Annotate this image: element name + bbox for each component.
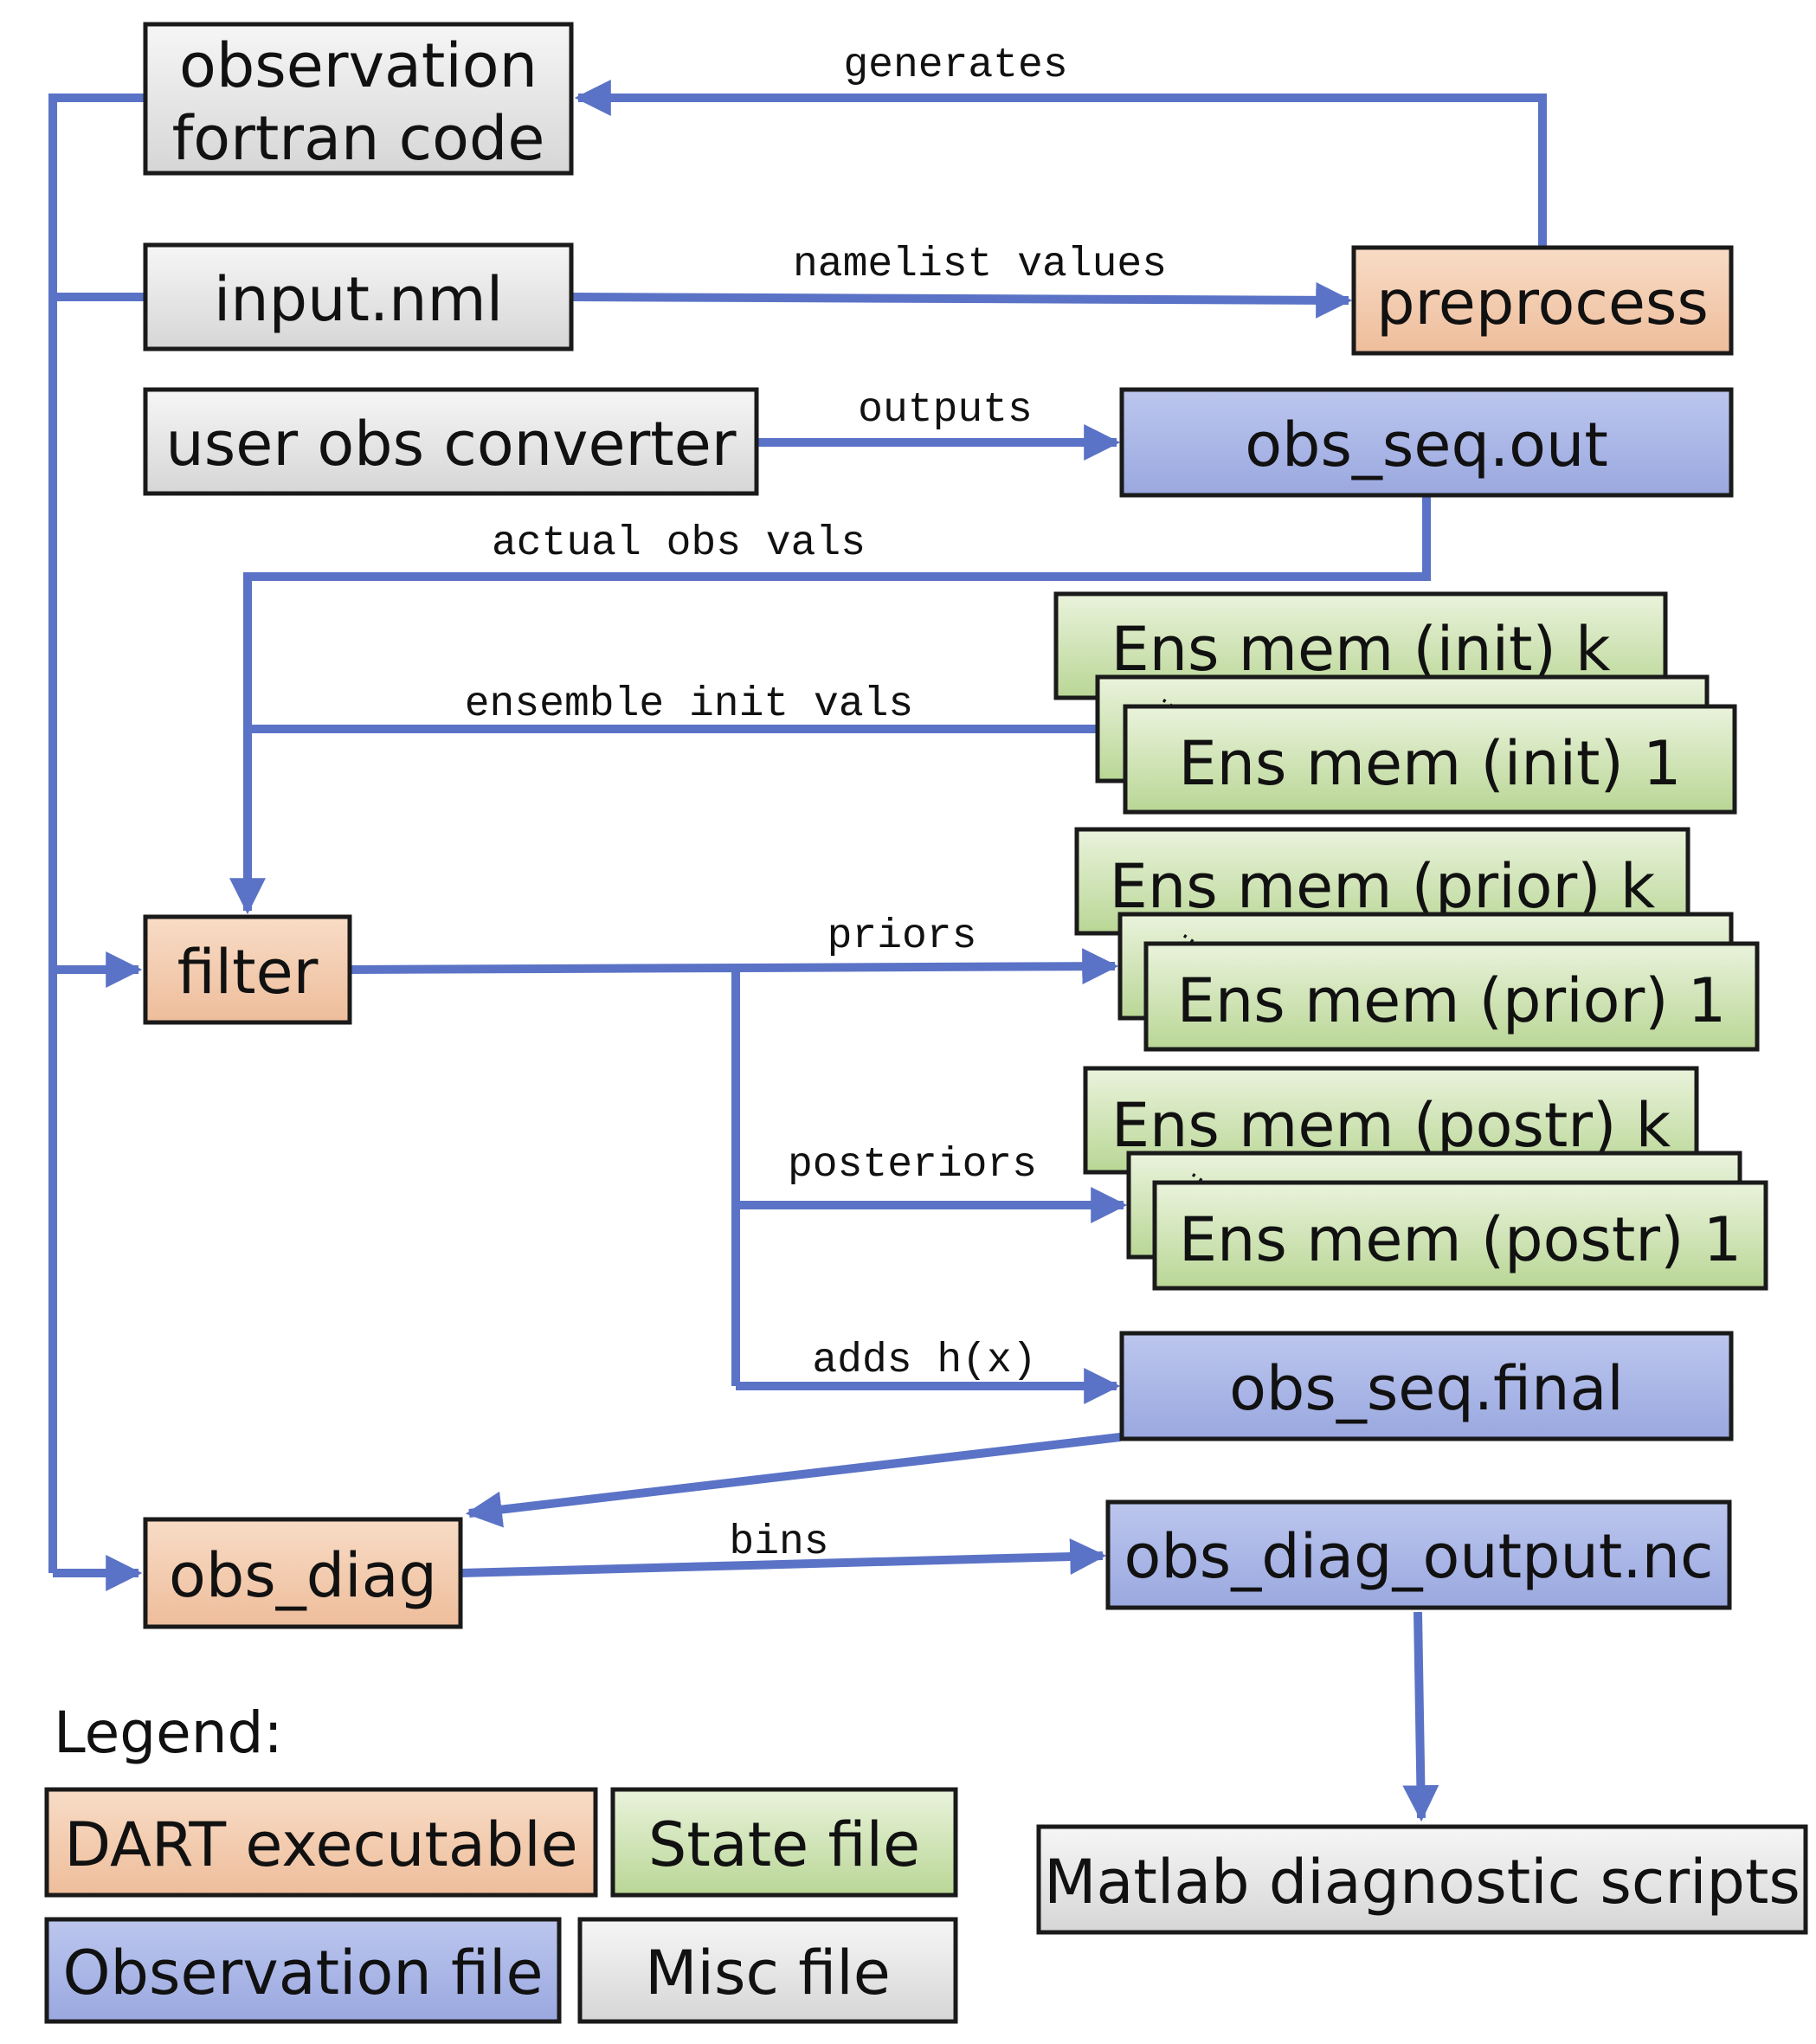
preprocess-label: preprocess: [1376, 268, 1709, 339]
filter-output-line: [349, 963, 740, 1386]
legend-dart-executable: DART executable: [44, 1787, 598, 1898]
node-obs-seq-out: obs_seq.out: [1119, 387, 1734, 498]
nodes: observation fortran code input.nml prepr…: [143, 22, 1808, 1935]
final-to-obs-diag-arrow: [465, 1433, 1121, 1528]
nc-to-matlab-arrow: [1402, 1611, 1439, 1822]
node-input-nml: input.nml: [143, 242, 574, 351]
ens-prior-1-label: Ens mem (prior) 1: [1177, 965, 1727, 1036]
ens-postr-stack: Ens mem (postr) k ... Ens mem (postr) 1: [1083, 1066, 1768, 1291]
node-obs-diag: obs_diag: [143, 1517, 463, 1629]
ens-prior-k-label: Ens mem (prior) k: [1110, 851, 1656, 922]
node-filter: filter: [143, 914, 352, 1025]
actual-obs-vals-label: actual obs vals: [492, 520, 866, 567]
legend: Legend: DART executable State file Obser…: [44, 1699, 958, 2024]
namelist-values-label: namelist values: [793, 242, 1167, 288]
ensemble-init-vals-label: ensemble init vals: [465, 681, 913, 728]
legend-observation-file-label: Observation file: [62, 1938, 543, 2009]
user-obs-converter-label: user obs converter: [165, 409, 736, 480]
left-trunk-line: [48, 93, 145, 1573]
node-user-obs-converter: user obs converter: [143, 387, 759, 496]
legend-misc-file-label: Misc file: [645, 1938, 891, 2009]
node-matlab-diagnostic-scripts: Matlab diagnostic scripts: [1036, 1824, 1808, 1935]
filter-label: filter: [177, 937, 319, 1008]
namelist-values-arrow: [570, 281, 1353, 319]
node-observation-fortran-code: observation fortran code: [143, 22, 574, 176]
observation-fortran-code-line2: fortran code: [172, 103, 545, 174]
ens-init-1-label: Ens mem (init) 1: [1178, 728, 1681, 799]
generates-label: generates: [843, 42, 1067, 89]
ens-init-stack: Ens mem (init) k ... Ens mem (init) 1: [1053, 591, 1737, 815]
obs-seq-out-label: obs_seq.out: [1245, 409, 1608, 480]
ens-postr-k-label: Ens mem (postr) k: [1111, 1090, 1671, 1161]
legend-title: Legend:: [54, 1699, 283, 1766]
outputs-label: outputs: [858, 387, 1033, 434]
ens-postr-1-label: Ens mem (postr) 1: [1179, 1204, 1742, 1275]
node-preprocess: preprocess: [1351, 245, 1734, 356]
priors-arrow: [735, 948, 1119, 985]
adds-hx-label: adds h(x): [812, 1338, 1036, 1384]
legend-dart-executable-label: DART executable: [64, 1809, 577, 1880]
generates-arrow: [574, 80, 1547, 248]
observation-fortran-code-line1: observation: [179, 30, 538, 101]
matlab-diagnostic-scripts-label: Matlab diagnostic scripts: [1044, 1847, 1800, 1918]
actual-obs-vals-arrow: [229, 495, 1431, 915]
legend-observation-file: Observation file: [44, 1917, 562, 2024]
node-obs-diag-output-nc: obs_diag_output.nc: [1105, 1499, 1732, 1610]
legend-state-file-label: State file: [648, 1809, 920, 1880]
ens-init-k-label: Ens mem (init) k: [1111, 614, 1611, 685]
posteriors-label: posteriors: [788, 1142, 1037, 1189]
bins-arrow: [460, 1538, 1107, 1577]
obs-diag-label: obs_diag: [169, 1540, 437, 1611]
obs-diag-output-nc-label: obs_diag_output.nc: [1124, 1521, 1714, 1592]
ens-prior-stack: Ens mem (prior) k ... Ens mem (prior) 1: [1074, 827, 1760, 1052]
legend-misc-file: Misc file: [577, 1917, 958, 2024]
obs-seq-final-label: obs_seq.final: [1229, 1353, 1624, 1424]
priors-label: priors: [828, 913, 977, 960]
input-nml-label: input.nml: [214, 264, 503, 335]
edge-labels: generates namelist values outputs actual…: [465, 42, 1167, 1566]
node-obs-seq-final: obs_seq.final: [1119, 1331, 1734, 1441]
bins-label: bins: [729, 1519, 828, 1566]
legend-state-file: State file: [610, 1787, 958, 1898]
connectors: [48, 80, 1547, 1822]
